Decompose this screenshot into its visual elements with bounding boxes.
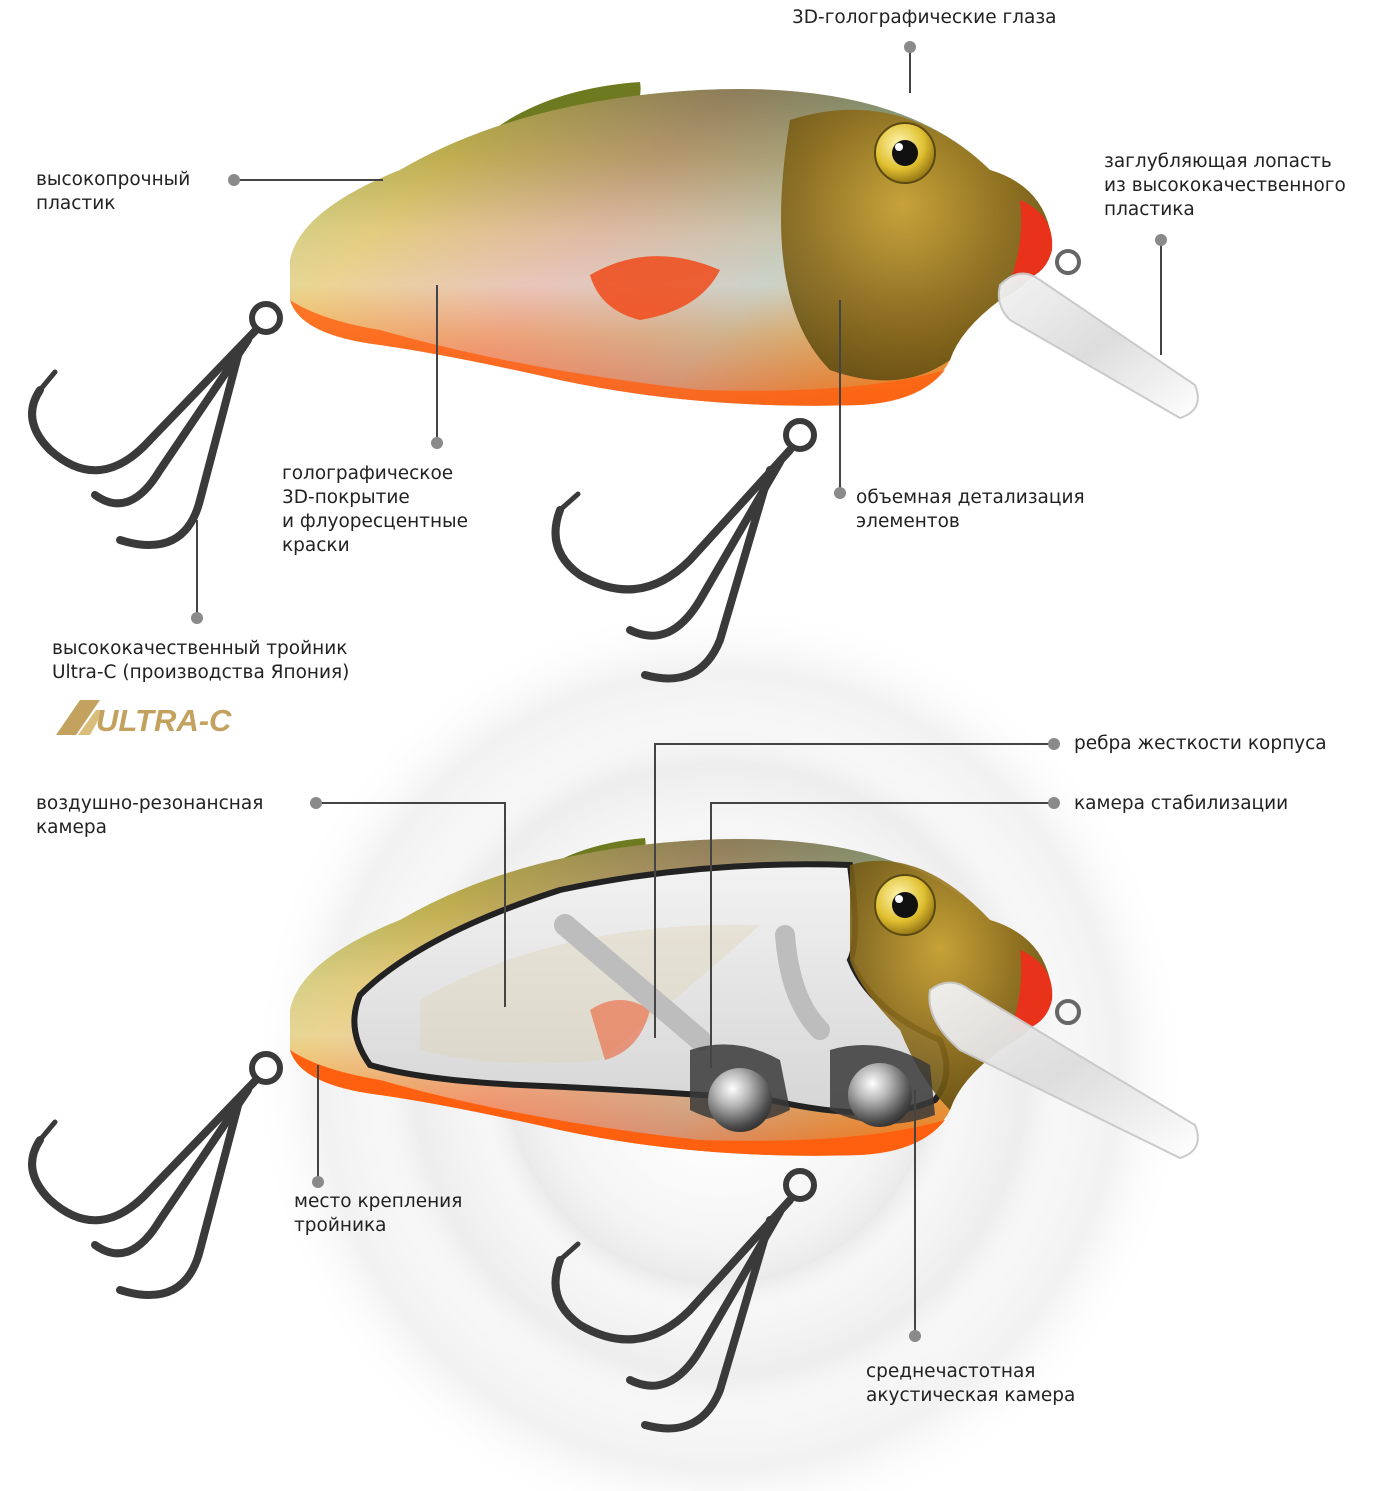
label-plastic: высокопрочный пластик	[36, 168, 190, 216]
label-acoustic-line-1: среднечастотная	[866, 1361, 1036, 1382]
callout-lines	[196, 47, 1162, 1336]
label-ribs-text: ребра жесткости корпуса	[1074, 733, 1327, 754]
label-stab-chamber-text: камера стабилизации	[1074, 793, 1289, 814]
label-air-chamber-line-1: воздушно-резонансная	[36, 793, 264, 814]
label-coating: голографическое 3D-покрытие и флуоресцен…	[282, 462, 468, 558]
label-mount-line-1: место крепления	[294, 1191, 463, 1212]
label-plastic-line-1: высокопрочный	[36, 169, 191, 190]
label-detail: объемная детализация элементов	[856, 486, 1085, 534]
belly-hook-bottom	[551, 1168, 817, 1433]
ultra-c-logo-mark	[56, 700, 104, 735]
rear-hook-top	[28, 301, 283, 549]
top-lure	[28, 82, 1199, 683]
label-eyes-text: 3D-голографические глаза	[792, 7, 1057, 28]
top-lip	[997, 272, 1199, 420]
label-air-chamber: воздушно-резонансная камера	[36, 792, 263, 840]
label-lip-line-2: из высококачественного	[1104, 175, 1346, 196]
label-coating-line-3: и флуоресцентные	[282, 511, 469, 532]
bottom-lip	[928, 981, 1199, 1160]
label-coating-line-1: голографическое	[282, 463, 454, 484]
label-eyes: 3D-голографические глаза	[792, 6, 1057, 30]
label-mount-line-2: тройника	[294, 1215, 387, 1236]
label-stab-chamber: камера стабилизации	[1074, 792, 1288, 816]
label-coating-line-2: 3D-покрытие	[282, 487, 410, 508]
label-plastic-line-2: пластик	[36, 193, 116, 214]
label-detail-line-2: элементов	[856, 511, 960, 532]
rear-hook-bottom	[28, 1051, 283, 1299]
label-lip-line-3: пластика	[1104, 199, 1195, 220]
bottom-lure	[28, 838, 1199, 1433]
stabilization-ball	[708, 1068, 772, 1132]
label-detail-line-1: объемная детализация	[856, 487, 1085, 508]
label-ribs: ребра жесткости корпуса	[1074, 732, 1327, 756]
stiffening-rib	[554, 914, 711, 1051]
label-lip-line-1: заглубляющая лопасть	[1104, 151, 1332, 172]
label-acoustic: среднечастотная акустическая камера	[866, 1360, 1075, 1408]
label-acoustic-line-2: акустическая камера	[866, 1385, 1076, 1406]
label-hook-line-2: Ultra-C (производства Япония)	[52, 662, 350, 683]
ultra-c-logo-text: ULTRA-C	[96, 703, 232, 738]
stiffening-rib	[775, 925, 830, 1040]
label-lip: заглубляющая лопасть из высококачественн…	[1104, 150, 1346, 222]
callout-dots	[191, 41, 1167, 1342]
label-mount: место крепления тройника	[294, 1190, 462, 1238]
label-air-chamber-line-2: камера	[36, 817, 107, 838]
label-hook-line-1: высококачественный тройник	[52, 638, 348, 659]
belly-hook-top	[551, 418, 817, 683]
acoustic-ball	[848, 1063, 912, 1127]
label-hook: высококачественный тройник Ultra-C (прои…	[52, 637, 349, 685]
label-coating-line-4: краски	[282, 535, 350, 556]
